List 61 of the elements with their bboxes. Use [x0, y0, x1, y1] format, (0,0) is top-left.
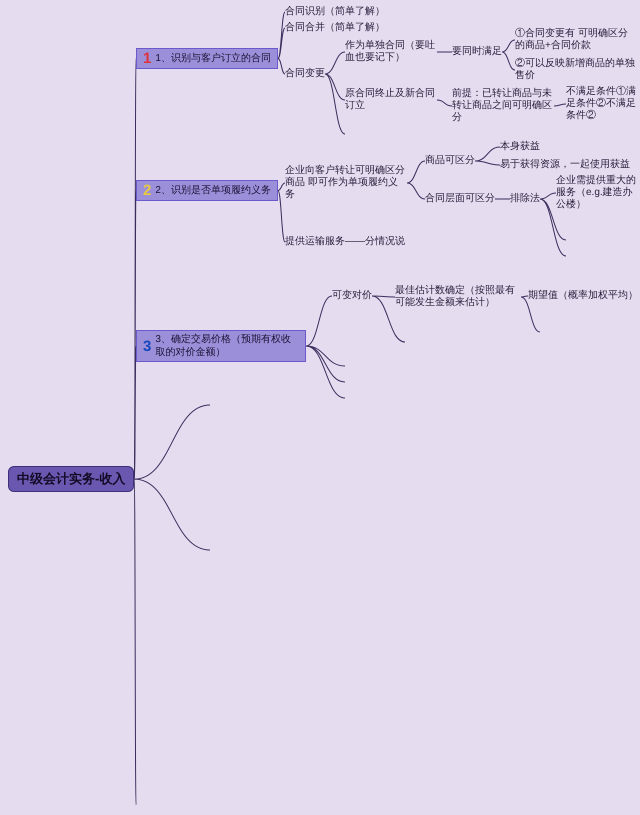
- subtopic-text: 企业需提供重大的服务（e.g.建造办公楼）: [556, 175, 636, 211]
- subtopic-text: ②可以反映新增商品的单独售价: [515, 58, 637, 82]
- branch-line: [277, 182, 286, 191]
- topic-text: 1、识别与客户订立的合同: [155, 52, 271, 65]
- priority-number: 3: [143, 338, 152, 354]
- subtopic-text: 本身获益: [500, 141, 540, 153]
- branch-line: [520, 296, 540, 332]
- branch-line: [324, 74, 346, 134]
- subtopic-text: 排除法: [510, 193, 540, 205]
- branch-line: [306, 346, 346, 398]
- branch-line: [277, 12, 286, 59]
- subtopic-text: 易于获得资源，一起使用获益: [500, 159, 635, 171]
- branch-line: [324, 74, 346, 100]
- subtopic-text: 合同层面可区分: [425, 193, 495, 205]
- branch-line: [277, 28, 286, 59]
- subtopic-text: 作为单独合同（要吐血也要记下）: [345, 40, 437, 64]
- branch-line: [306, 346, 346, 366]
- main-topic-box: [136, 330, 306, 362]
- subtopic-text: 最佳估计数确定（按照最有可能发生金额来估计）: [395, 285, 521, 309]
- branch-line: [324, 52, 346, 74]
- subtopic-text: 合同变更: [285, 68, 325, 80]
- subtopic-text: 企业向客户转让可明确区分商品 即可作为单项履约义务: [285, 165, 407, 201]
- branch-line: [306, 296, 332, 346]
- topic-text: 2、识别是否单项履约义务: [155, 184, 271, 197]
- main-topic-box: [136, 180, 278, 201]
- branch-line: [372, 296, 396, 298]
- priority-number: 2: [143, 183, 152, 198]
- branch-line: [520, 296, 528, 298]
- branch-line: [474, 146, 500, 162]
- subtopic-text: 商品可区分: [425, 155, 475, 167]
- subtopic-text: 提供运输服务——分情况说: [285, 236, 405, 248]
- branch-line: [474, 160, 500, 166]
- subtopic-text: ①合同变更有 可明确区分的商品+合同价款: [515, 28, 637, 52]
- subtopic-text: 不满足条件①满足条件②不满足条件②: [566, 86, 636, 122]
- subtopic-text: 要同时满足: [452, 46, 502, 58]
- branch-line: [277, 190, 286, 242]
- branch-line: [540, 198, 566, 256]
- subtopic-text: 前提：已转让商品与未转让商品之间可明确区分: [452, 88, 554, 124]
- branch-line: [277, 58, 286, 74]
- branch-line: [494, 198, 510, 200]
- priority-number: 1: [143, 51, 152, 66]
- branch-line: [134, 478, 210, 550]
- topic-text: 3、确定交易价格（预期有权收取的对价金额）: [155, 333, 292, 359]
- branch-line: [372, 296, 406, 342]
- branch-line: [306, 346, 346, 382]
- branch-line: [406, 160, 426, 184]
- branch-line: [540, 192, 556, 200]
- branch-line: [540, 198, 566, 240]
- main-topic-box: [136, 48, 278, 69]
- root-topic: 中级会计实务-收入: [8, 466, 134, 492]
- branch-line: [502, 52, 516, 70]
- subtopic-text: 期望值（概率加权平均）: [528, 290, 638, 302]
- branch-line: [502, 40, 516, 52]
- branch-line: [406, 182, 426, 200]
- subtopic-text: 可变对价: [332, 290, 372, 302]
- subtopic-text: 合同合并（简单了解）: [285, 22, 385, 34]
- subtopic-text: 合同识别（简单了解）: [285, 6, 385, 18]
- branch-line: [436, 100, 452, 106]
- branch-line: [134, 404, 210, 480]
- subtopic-text: 原合同终止及新合同订立: [345, 88, 437, 112]
- branch-line: [554, 104, 566, 106]
